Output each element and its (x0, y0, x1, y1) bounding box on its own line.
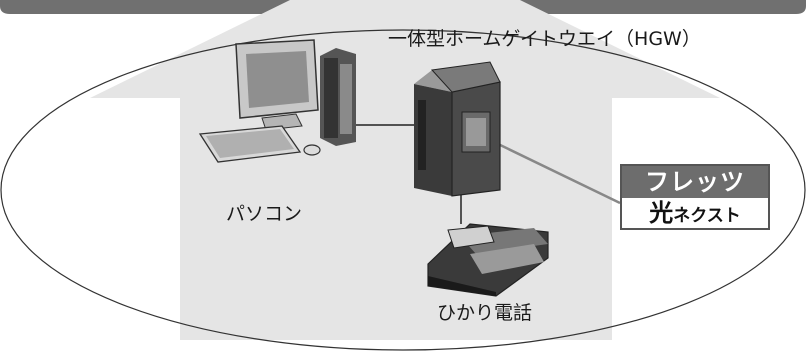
hgw-label: 一体型ホームゲイトウエイ（HGW） (388, 28, 701, 50)
pc-icon (198, 39, 356, 163)
flets-badge-hikari: 光 (649, 199, 674, 227)
pc-label: パソコン (226, 203, 303, 225)
home-ellipse (0, 29, 806, 351)
hgw-router-icon (414, 61, 501, 197)
flets-badge-subtitle: 光ネクスト (622, 198, 768, 228)
phone-icon (427, 223, 549, 297)
flets-next-badge: フレッツ 光ネクスト (620, 164, 770, 230)
flets-badge-next: ネクスト (673, 206, 741, 226)
phone-label: ひかり電話 (437, 302, 533, 324)
flets-badge-title: フレッツ (622, 166, 768, 198)
hgw-fiber-line (495, 141, 621, 205)
